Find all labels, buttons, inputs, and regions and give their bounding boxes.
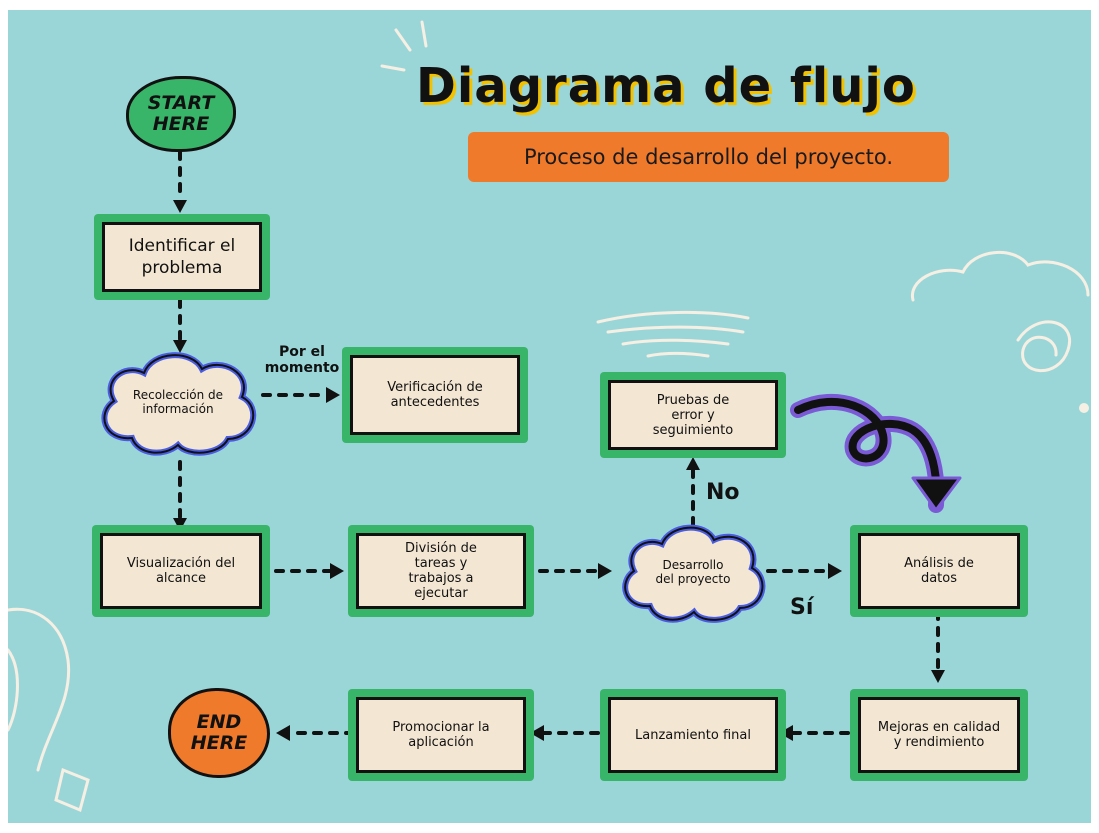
node-launch: Lanzamiento final bbox=[600, 689, 786, 781]
arrowhead bbox=[326, 387, 340, 403]
arrowhead bbox=[779, 725, 793, 741]
arrowhead bbox=[828, 563, 842, 579]
node-identify: Identificar el problema bbox=[94, 214, 270, 300]
edge-label-for-now: Por el momento bbox=[264, 344, 340, 376]
end-node: END HERE bbox=[168, 688, 270, 778]
node-improve-label: Mejoras en calidad y rendimiento bbox=[858, 697, 1020, 773]
node-tests: Pruebas de error y seguimiento bbox=[600, 372, 786, 458]
node-collect-label: Recolección de información bbox=[132, 388, 224, 416]
diagram-title: Diagrama de flujo bbox=[416, 58, 916, 114]
edge-label-yes: Sí bbox=[790, 595, 814, 620]
node-collect: Recolección de información bbox=[92, 343, 264, 461]
node-launch-label: Lanzamiento final bbox=[608, 697, 778, 773]
arrowhead bbox=[686, 457, 700, 470]
edge-label-no: No bbox=[706, 480, 740, 505]
arrowhead bbox=[276, 725, 290, 741]
decorative-doodles bbox=[8, 20, 1090, 813]
diagram-subtitle: Proceso de desarrollo del proyecto. bbox=[468, 132, 949, 182]
diagram-canvas: Diagrama de flujo Proceso de desarrollo … bbox=[8, 10, 1091, 823]
arrowhead bbox=[173, 518, 187, 531]
connectors bbox=[173, 150, 962, 741]
arrowhead bbox=[530, 725, 544, 741]
node-scope-label: Visualización del alcance bbox=[100, 533, 262, 609]
node-analysis: Análisis de datos bbox=[850, 525, 1028, 617]
node-analysis-label: Análisis de datos bbox=[858, 533, 1020, 609]
node-identify-label: Identificar el problema bbox=[102, 222, 262, 292]
arrowhead bbox=[173, 340, 187, 353]
node-develop: Desarrollo del proyecto bbox=[614, 516, 772, 628]
node-verify: Verificación de antecedentes bbox=[342, 347, 528, 443]
end-label: END HERE bbox=[190, 711, 248, 754]
start-node: START HERE bbox=[126, 76, 236, 152]
arrowhead bbox=[173, 200, 187, 213]
swirl-arrow bbox=[790, 393, 962, 513]
node-tests-label: Pruebas de error y seguimiento bbox=[608, 380, 778, 450]
node-promote-label: Promocionar la aplicación bbox=[356, 697, 526, 773]
start-label: START HERE bbox=[147, 92, 215, 135]
node-division-label: División de tareas y trabajos a ejecutar bbox=[356, 533, 526, 609]
arrowhead bbox=[330, 563, 344, 579]
node-scope: Visualización del alcance bbox=[92, 525, 270, 617]
arrowhead bbox=[931, 670, 945, 683]
node-develop-label: Desarrollo del proyecto bbox=[655, 558, 731, 586]
node-improve: Mejoras en calidad y rendimiento bbox=[850, 689, 1028, 781]
node-verify-label: Verificación de antecedentes bbox=[350, 355, 520, 435]
arrowhead bbox=[598, 563, 612, 579]
node-division: División de tareas y trabajos a ejecutar bbox=[348, 525, 534, 617]
node-promote: Promocionar la aplicación bbox=[348, 689, 534, 781]
